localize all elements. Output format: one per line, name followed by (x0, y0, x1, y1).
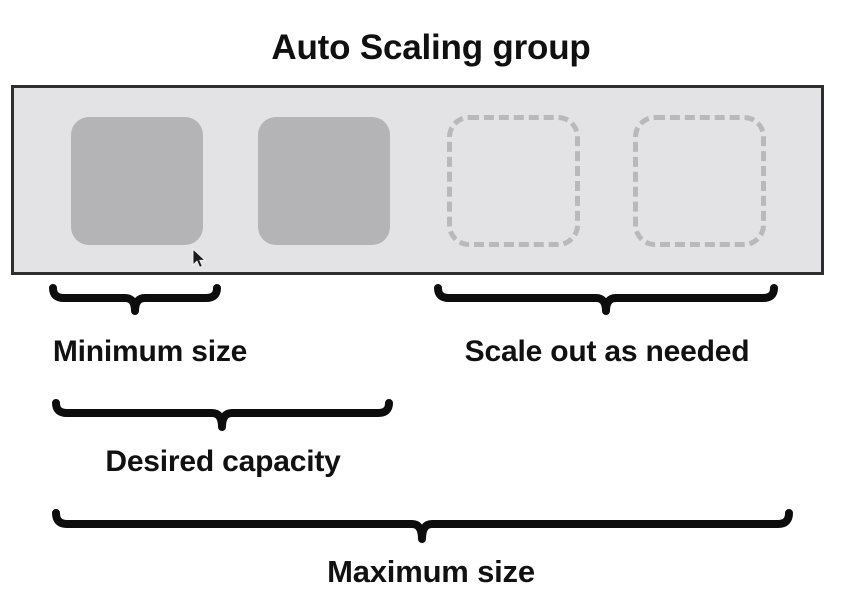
instance-placeholder-4 (633, 115, 766, 247)
instance-placeholder-3 (447, 115, 580, 247)
brace-maximum-size (52, 509, 793, 544)
brace-desired-capacity (52, 399, 393, 432)
label-maximum-size: Maximum size (327, 554, 535, 589)
mouse-pointer-icon (192, 247, 208, 270)
label-minimum-size: Minimum size (52, 335, 248, 368)
label-desired-capacity: Desired capacity (105, 445, 341, 478)
instance-box-2 (258, 117, 390, 245)
page-title: Auto Scaling group (271, 28, 591, 67)
label-scale-out-as-needed: Scale out as needed (464, 335, 750, 368)
instance-box-1 (71, 117, 203, 245)
brace-minimum-size (49, 284, 221, 317)
brace-scale-out-as-needed (434, 284, 778, 317)
